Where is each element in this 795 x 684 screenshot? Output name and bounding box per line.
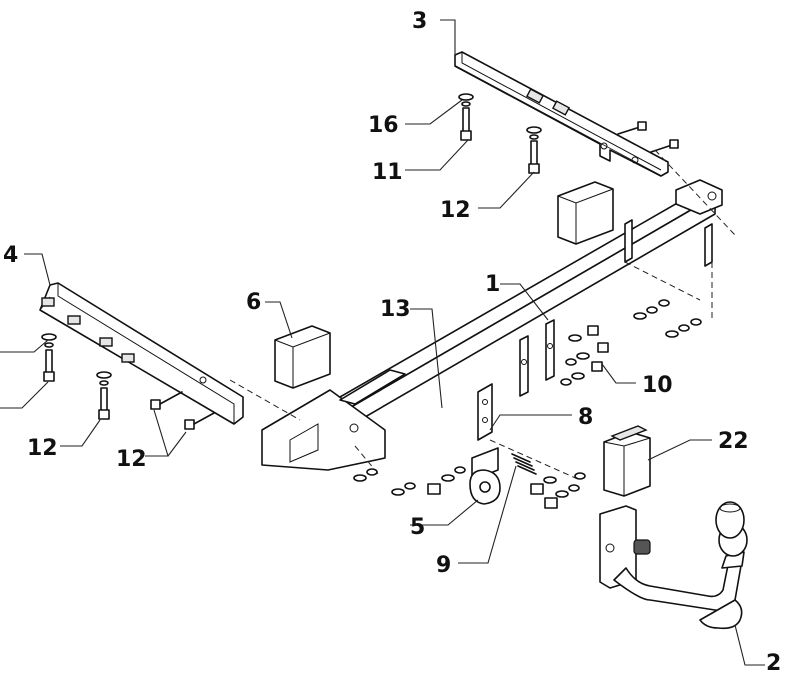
callout-12-upper: 12 [440, 198, 471, 223]
callout-2: 2 [766, 651, 781, 676]
bolts-left-side [150, 391, 215, 430]
callout-1: 1 [485, 272, 500, 297]
callout-12-left: 12 [27, 436, 58, 461]
hardware-lower-left [353, 466, 466, 496]
spacer-block-part-6-left [274, 325, 331, 389]
hardware-part-10 [560, 325, 609, 386]
bolts-upper-right [617, 121, 679, 153]
bolt-stack-left-a [41, 333, 57, 382]
callout-8: 8 [578, 405, 593, 430]
callout-4: 4 [3, 243, 18, 268]
callout-12-lower: 12 [116, 447, 147, 472]
bolt-stack-left-b [96, 371, 112, 420]
callout-11: 11 [372, 160, 403, 185]
callout-10: 10 [642, 373, 673, 398]
bolt-stack-12-upper [526, 126, 542, 174]
hardware-lower-right [530, 472, 586, 509]
callout-16: 16 [368, 113, 399, 138]
callout-3: 3 [412, 9, 427, 34]
callout-5: 5 [410, 515, 425, 540]
crossbar-part-1 [261, 179, 723, 471]
callout-9: 9 [436, 553, 451, 578]
callout-labels: 3 16 11 12 4 6 13 1 12 12 8 10 22 5 9 2 [3, 9, 781, 676]
spring-part-9 [511, 453, 537, 475]
towball-part-2 [599, 501, 748, 630]
socket-part-22 [603, 425, 651, 497]
callout-22: 22 [718, 429, 749, 454]
towing-eye-part-5 [469, 447, 501, 505]
callout-13: 13 [380, 297, 411, 322]
bracket-part-4 [39, 282, 244, 425]
bolt-stack-11-16 [458, 93, 474, 141]
bracket-part-3 [454, 51, 669, 177]
callout-6: 6 [246, 290, 261, 315]
spacer-block-part-6-right [557, 181, 614, 245]
leader-lines [0, 19, 765, 666]
hardware-right-column [633, 299, 702, 338]
